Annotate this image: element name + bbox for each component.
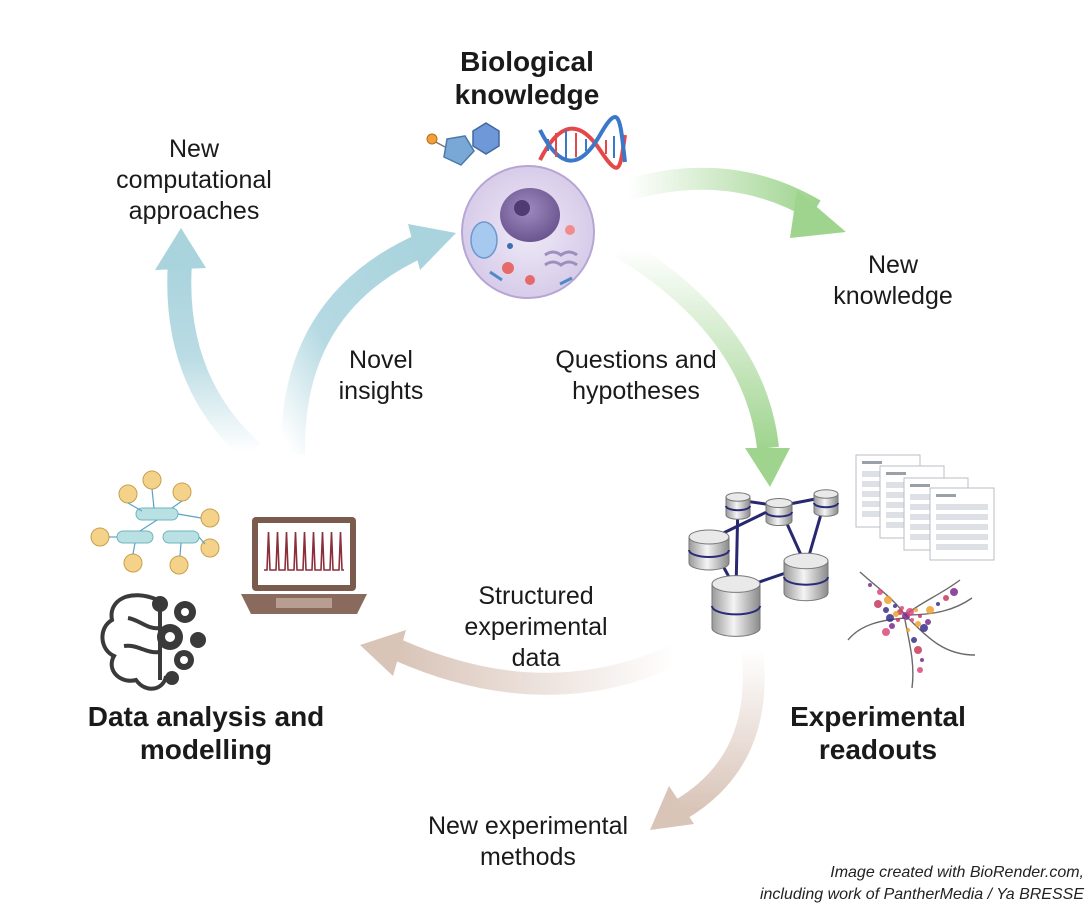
trajectory-dot bbox=[917, 667, 923, 673]
trajectory-dot bbox=[950, 588, 958, 596]
trajectory-dot bbox=[915, 621, 921, 627]
cell-icon bbox=[461, 165, 595, 299]
node-line: Biological bbox=[460, 46, 594, 77]
label-line: New bbox=[168, 135, 219, 163]
label-new-computational: New computational approaches bbox=[88, 134, 300, 227]
database-cylinder bbox=[725, 492, 751, 520]
label-line: knowledge bbox=[833, 282, 953, 310]
label-line: computational bbox=[116, 166, 272, 194]
node-line: Experimental bbox=[790, 701, 966, 732]
dna-icon bbox=[538, 115, 627, 170]
trajectory-dot bbox=[936, 602, 940, 606]
dataset-document bbox=[929, 487, 995, 561]
label-structured-data: Structured experimental data bbox=[438, 581, 634, 674]
label-line: hypotheses bbox=[572, 377, 700, 405]
arrow-new-knowledge bbox=[624, 167, 846, 238]
trajectory-dot bbox=[920, 624, 928, 632]
trajectory-dot bbox=[943, 595, 949, 601]
database-cylinder bbox=[711, 575, 761, 637]
credit-line: Image created with BioRender.com, bbox=[830, 864, 1084, 881]
database-network-icon bbox=[688, 489, 839, 637]
node-experimental-readouts: Experimental readouts bbox=[763, 700, 993, 766]
label-questions-hypotheses: Questions and hypotheses bbox=[538, 345, 734, 407]
dataset-documents-icon bbox=[855, 454, 995, 561]
arrow-new-computational bbox=[155, 228, 261, 461]
database-cylinder bbox=[783, 552, 829, 602]
arrow-structured-data bbox=[360, 630, 680, 695]
trajectory-dot bbox=[914, 608, 918, 612]
label-novel-insights: Novel insights bbox=[315, 345, 447, 407]
database-cylinder bbox=[813, 489, 839, 517]
trajectory-dot bbox=[868, 583, 872, 587]
trajectory-dot bbox=[925, 619, 931, 625]
trajectory-dot bbox=[900, 606, 904, 610]
node-line: modelling bbox=[139, 734, 273, 765]
laptop-icon bbox=[241, 517, 367, 614]
trajectory-dot bbox=[926, 606, 934, 614]
trajectory-dot bbox=[893, 611, 899, 617]
trajectory-dot bbox=[883, 607, 889, 613]
label-new-experimental-methods: New experimental methods bbox=[408, 811, 648, 873]
arrow-novel-insights bbox=[280, 224, 456, 456]
trajectory-dot bbox=[886, 614, 894, 622]
database-cylinder bbox=[688, 529, 730, 571]
trajectory-dot bbox=[884, 596, 892, 604]
image-credit: Image created with BioRender.com, includ… bbox=[760, 862, 1084, 906]
trajectory-dot bbox=[896, 618, 900, 622]
trajectory-dot bbox=[874, 600, 882, 608]
trajectory-dot bbox=[882, 628, 890, 636]
credit-line: including work of PantherMedia / Ya BRES… bbox=[759, 886, 1084, 903]
label-line: approaches bbox=[128, 197, 260, 225]
label-line: New experimental bbox=[427, 812, 629, 840]
gene-network-icon bbox=[90, 470, 220, 575]
molecule-icon bbox=[426, 122, 500, 166]
label-line: experimental bbox=[464, 613, 608, 641]
trajectory-dot bbox=[910, 618, 914, 622]
label-line: methods bbox=[480, 843, 576, 871]
label-line: data bbox=[511, 644, 561, 672]
trajectory-dot bbox=[889, 623, 895, 629]
trajectory-dot bbox=[906, 608, 914, 616]
trajectory-dot bbox=[918, 614, 922, 618]
node-line: Data analysis and bbox=[87, 701, 325, 732]
label-new-knowledge: New knowledge bbox=[810, 250, 976, 312]
label-line: New bbox=[867, 251, 918, 279]
database-cylinder bbox=[765, 497, 793, 527]
node-biological-knowledge: Biological knowledge bbox=[418, 45, 636, 111]
label-line: Questions and bbox=[555, 346, 717, 374]
trajectory-dot bbox=[877, 589, 883, 595]
trajectory-dot bbox=[920, 658, 924, 662]
arrow-questions-hypotheses bbox=[616, 238, 790, 487]
trajectory-plot-icon bbox=[847, 571, 976, 689]
trajectory-dot bbox=[893, 604, 897, 608]
label-line: Structured bbox=[478, 582, 594, 610]
label-line: insights bbox=[338, 377, 424, 405]
node-line: knowledge bbox=[454, 79, 600, 110]
trajectory-dot bbox=[911, 637, 917, 643]
trajectory-dot bbox=[914, 646, 922, 654]
arrow-new-experimental-methods bbox=[650, 648, 765, 830]
trajectory-dot bbox=[906, 628, 910, 632]
node-data-analysis: Data analysis and modelling bbox=[68, 700, 344, 766]
label-line: Novel bbox=[349, 346, 413, 374]
brain-gears-icon bbox=[100, 593, 206, 691]
node-line: readouts bbox=[818, 734, 938, 765]
